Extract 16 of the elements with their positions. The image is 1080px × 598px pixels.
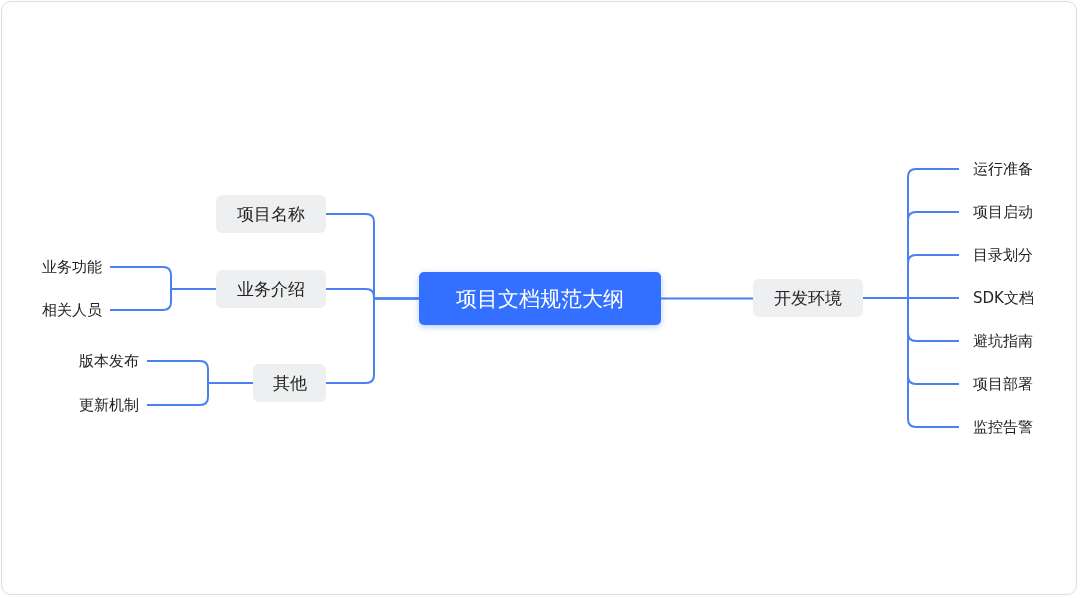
topic-box: 开发环境 [753,279,863,317]
subtopic-label: 相关人员 [36,299,112,321]
central-topic-box: 项目文档规范大纲 [419,272,661,325]
topic-box: 项目名称 [216,195,326,233]
subtopic-label: 避坑指南 [957,330,1047,352]
subtopic-label: 监控告警 [957,416,1047,438]
subtopic-label: 项目启动 [957,201,1047,223]
topic-box: 业务介绍 [216,270,326,308]
subtopic-label: 版本发布 [73,350,149,372]
topic-box: 其他 [253,364,326,402]
subtopic-label: SDK文档 [957,287,1047,309]
subtopic-label: 目录划分 [957,244,1047,266]
subtopic-label: 项目部署 [957,373,1047,395]
subtopic-label: 业务功能 [36,256,112,278]
subtopic-label: 运行准备 [957,158,1047,180]
subtopic-label: 更新机制 [73,394,149,416]
